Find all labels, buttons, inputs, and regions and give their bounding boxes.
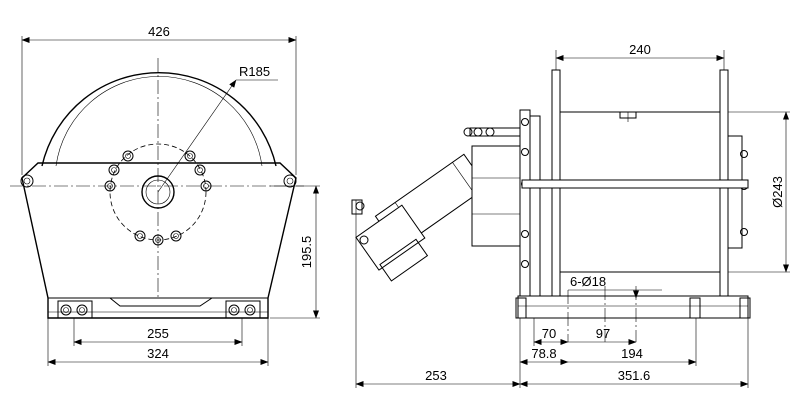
hub-bolts — [104, 150, 212, 246]
dim-hole-pitch-2: 97 — [596, 326, 610, 341]
dim-mount-holes: 6-Ø18 — [570, 274, 606, 289]
dim-foot-width: 324 — [147, 346, 169, 361]
foot-bolts — [57, 300, 261, 319]
dim-base-height: 195.5 — [299, 236, 314, 269]
dim-overall-length: 351.6 — [618, 368, 651, 383]
dim-drum-diameter: Ø243 — [770, 176, 785, 208]
dim-foot-offset-1: 78.8 — [531, 346, 556, 361]
dim-motor-overhang: 253 — [425, 368, 447, 383]
dim-foot-bolt-spacing: 255 — [147, 326, 169, 341]
side-view — [351, 50, 790, 388]
dim-overall-width: 426 — [148, 24, 170, 39]
dim-hole-pitch-1: 70 — [542, 326, 556, 341]
dim-foot-offset-2: 194 — [621, 346, 643, 361]
front-view — [10, 36, 320, 366]
dim-drum-length: 240 — [629, 42, 651, 57]
dim-drum-radius: R185 — [239, 64, 270, 79]
